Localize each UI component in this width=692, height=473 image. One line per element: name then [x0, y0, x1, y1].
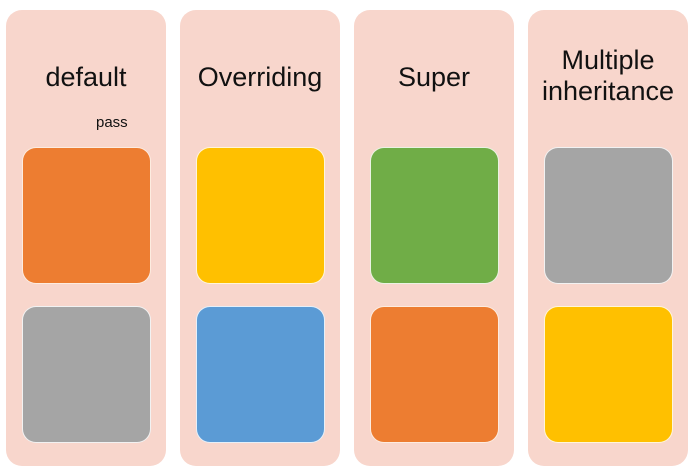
column-default: default pass [6, 10, 166, 466]
column-title: Overriding [197, 62, 323, 92]
column-title: Super [397, 62, 471, 92]
tile-top [196, 147, 325, 284]
tile-bottom [22, 306, 151, 443]
tile-top [544, 147, 673, 284]
column-multiple-inheritance: Multiple inheritance [528, 10, 688, 466]
column-title: default [45, 62, 127, 92]
tile-bottom [370, 306, 499, 443]
tile-bottom [196, 306, 325, 443]
tile-top [22, 147, 151, 284]
column-note: pass [96, 114, 128, 131]
column-super: Super [354, 10, 514, 466]
column-overriding: Overriding [180, 10, 340, 466]
tile-bottom [544, 306, 673, 443]
column-title: Multiple inheritance [541, 45, 675, 106]
tile-top [370, 147, 499, 284]
